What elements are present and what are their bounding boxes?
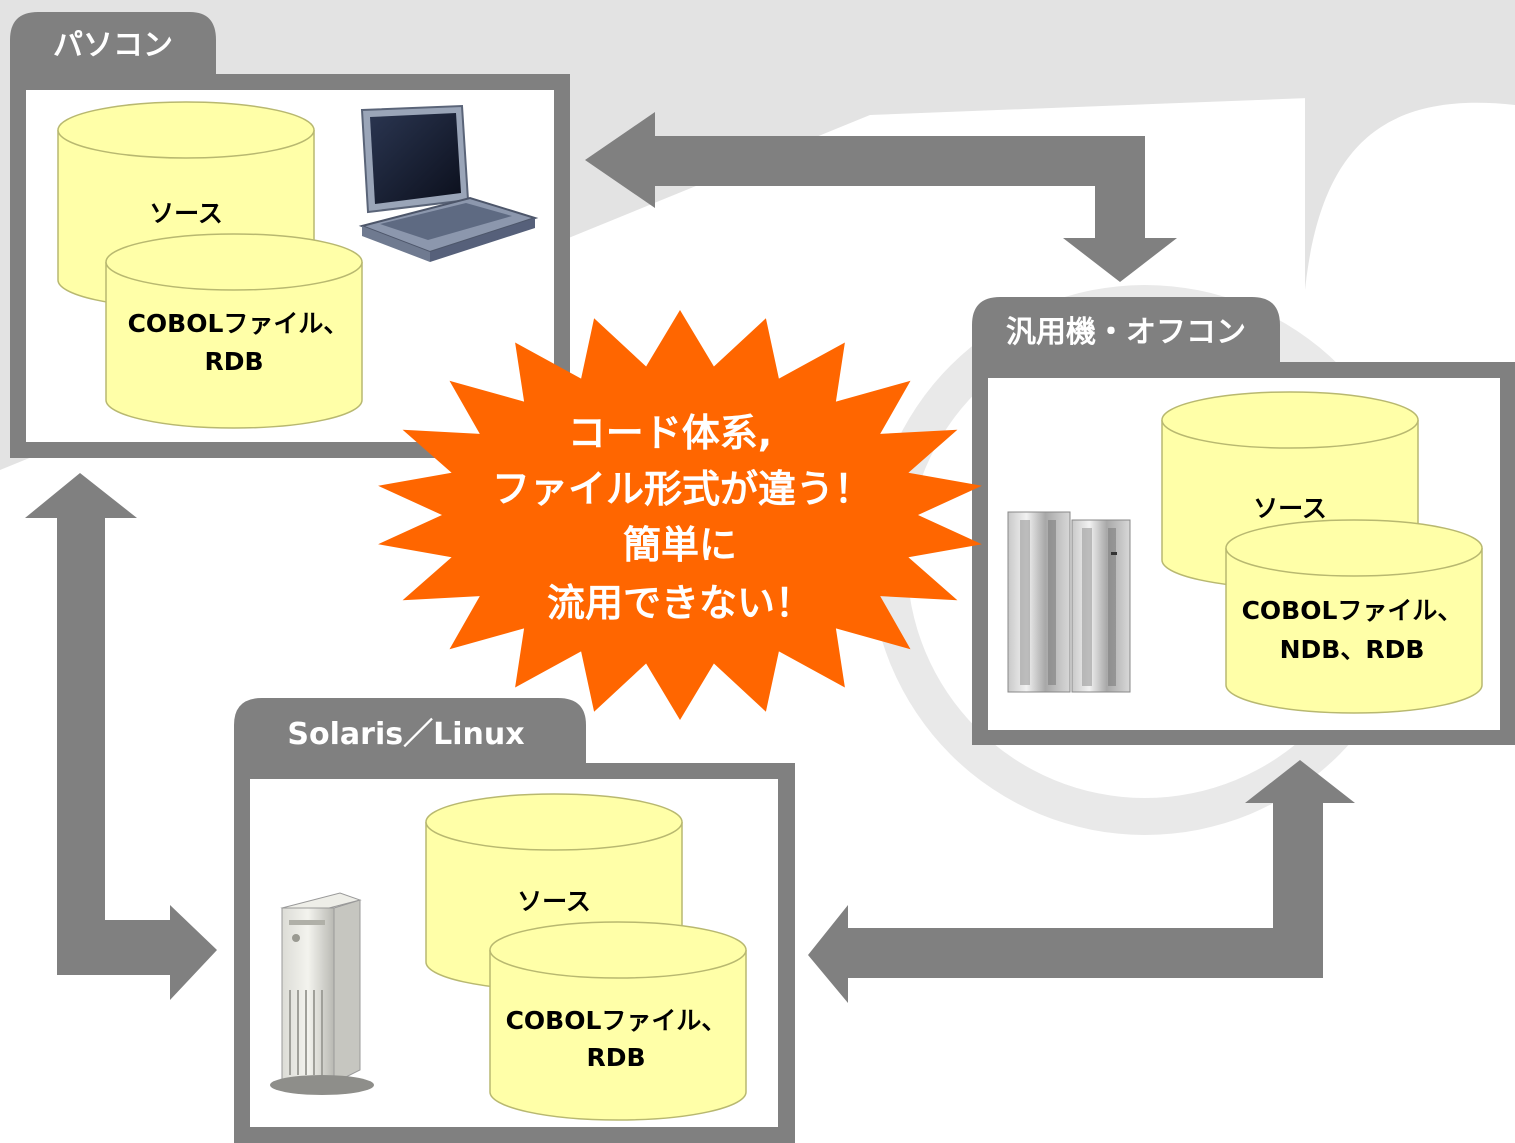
- pc-source-label: ソース: [149, 199, 223, 228]
- callout-line-4: 流用できない！: [547, 581, 813, 625]
- mainframe-source-label: ソース: [1253, 494, 1327, 523]
- arrow-pc-unix: [25, 473, 217, 1000]
- arrow-unix-mainframe: [808, 760, 1355, 1003]
- arrow-pc-mainframe: [585, 112, 1177, 282]
- callout-line-3: 簡単に: [623, 523, 737, 567]
- pc-files-label-line2: RDB: [204, 347, 263, 376]
- warning-callout: コード体系, ファイル形式が違う！ 簡単に 流用できない！: [378, 310, 982, 720]
- unix-source-label: ソース: [517, 887, 591, 916]
- pc-panel: パソコン ソース COBOLファイル、 RDB: [10, 12, 570, 458]
- tower-server-icon: [270, 892, 374, 1095]
- mainframe-file-database: COBOLファイル、 NDB、RDB: [1225, 519, 1483, 714]
- laptop-icon: [358, 104, 539, 262]
- mainframe-server-icon: [1007, 511, 1131, 693]
- unix-panel: Solaris／Linux ソース COBOLファイル、 RDB: [234, 698, 795, 1143]
- unix-files-label-line2: RDB: [586, 1043, 645, 1072]
- mainframe-title: 汎用機・オフコン: [1006, 315, 1246, 350]
- callout-line-1: コード体系,: [568, 411, 772, 455]
- mainframe-files-label-line2: NDB、RDB: [1280, 635, 1425, 664]
- unix-file-database: COBOLファイル、 RDB: [489, 921, 747, 1121]
- mainframe-panel: 汎用機・オフコン ソース COBOLファイル、 NDB、RDB: [972, 297, 1515, 745]
- unix-files-label-line1: COBOLファイル、: [506, 1006, 727, 1035]
- burst-shape: [378, 310, 982, 720]
- pc-files-label-line1: COBOLファイル、: [128, 309, 349, 338]
- pc-title: パソコン: [53, 28, 173, 63]
- pc-file-database: COBOLファイル、 RDB: [105, 233, 363, 429]
- unix-title: Solaris／Linux: [287, 717, 524, 752]
- arrows-layer: [25, 112, 1355, 1003]
- mainframe-files-label-line1: COBOLファイル、: [1242, 596, 1463, 625]
- callout-line-2: ファイル形式が違う！: [492, 467, 872, 511]
